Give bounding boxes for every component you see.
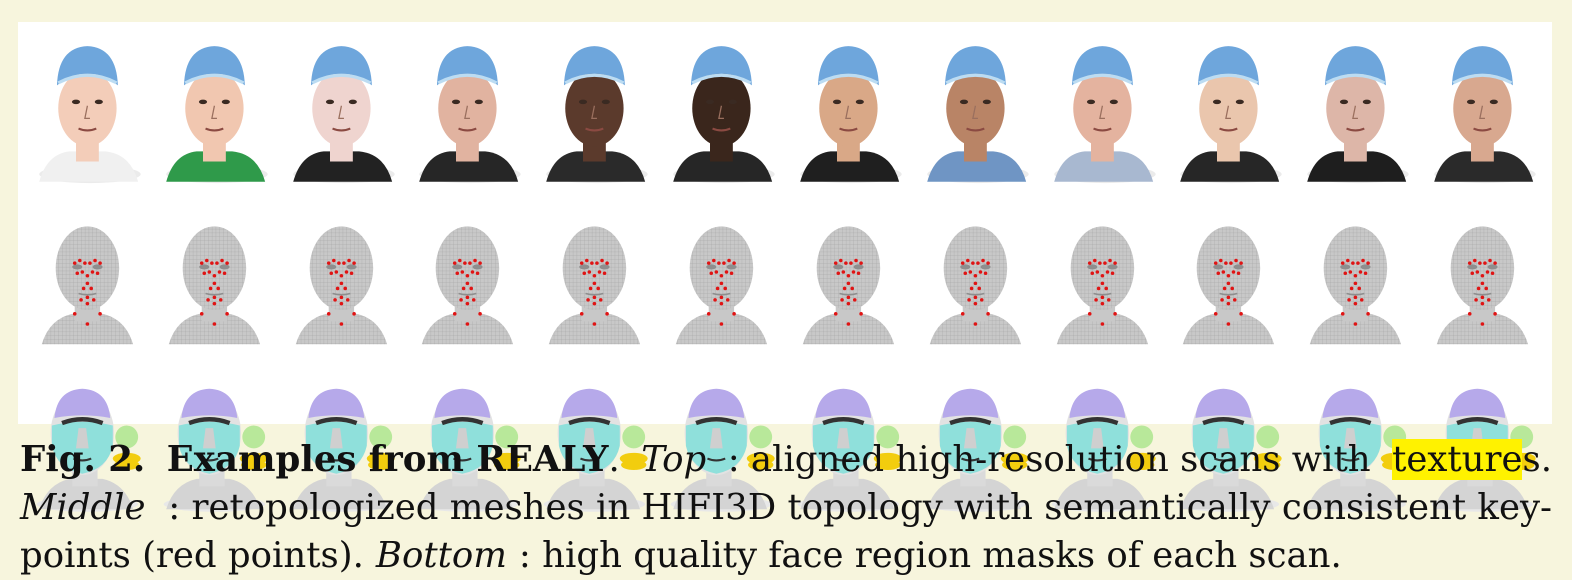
mesh-thumbnail [151, 187, 278, 352]
scan-thumbnail [1292, 22, 1419, 187]
scan-thumbnail [1039, 22, 1166, 187]
mesh-thumbnail [1039, 187, 1166, 352]
figure-title: Examples from REALY. [166, 439, 620, 480]
scan-thumbnail [151, 22, 278, 187]
caption-line-3: points (red points). Bottom: high qualit… [20, 532, 1552, 580]
top-label: Top [641, 439, 707, 480]
mesh-thumbnail [785, 187, 912, 352]
mesh-thumbnail [1165, 187, 1292, 352]
scans-row [18, 22, 1552, 187]
mask-thumbnail [658, 352, 785, 517]
mesh-thumbnail [24, 187, 151, 352]
mesh-thumbnail [278, 187, 405, 352]
mask-thumbnail [151, 352, 278, 517]
mesh-thumbnail [1419, 187, 1546, 352]
scan-thumbnail [1419, 22, 1546, 187]
caption-line-1: Fig. 2. Examples from REALY. Top : align… [20, 436, 1552, 484]
mask-thumbnail [1165, 352, 1292, 517]
bottom-section: Bottom: high quality face region masks o… [375, 535, 1342, 576]
mesh-thumbnail [912, 187, 1039, 352]
mesh-thumbnail [404, 187, 531, 352]
scan-thumbnail [658, 22, 785, 187]
scan-thumbnail [278, 22, 405, 187]
figure-panel [18, 22, 1552, 512]
mask-thumbnail [785, 352, 912, 517]
mesh-thumbnail [531, 187, 658, 352]
mask-thumbnail [404, 352, 531, 517]
scan-thumbnail [531, 22, 658, 187]
figure-label: Fig. 2. [20, 439, 146, 480]
scan-thumbnail [1165, 22, 1292, 187]
mesh-thumbnail [658, 187, 785, 352]
highlighted-word: textures. [1392, 439, 1552, 480]
mask-thumbnail [24, 352, 151, 517]
scan-thumbnail [24, 22, 151, 187]
top-description: : aligned high-resolution scans with [727, 439, 1371, 480]
mask-thumbnail [531, 352, 658, 517]
scan-thumbnail [912, 22, 1039, 187]
scan-thumbnail [785, 22, 912, 187]
figure-caption: Fig. 2. Examples from REALY. Top : align… [20, 436, 1552, 580]
mesh-thumbnail [1292, 187, 1419, 352]
mask-thumbnail [278, 352, 405, 517]
masks-row [18, 352, 1552, 517]
middle-label: Middle [20, 487, 146, 528]
mask-thumbnail [1039, 352, 1166, 517]
middle-description: : retopologized meshes in HIFI3D topolog… [168, 487, 1552, 528]
scan-thumbnail [404, 22, 531, 187]
caption-line-2: Middle : retopologized meshes in HIFI3D … [20, 484, 1552, 532]
middle-description-end: points (red points). [20, 535, 364, 576]
meshes-row [18, 187, 1552, 352]
mask-thumbnail [912, 352, 1039, 517]
